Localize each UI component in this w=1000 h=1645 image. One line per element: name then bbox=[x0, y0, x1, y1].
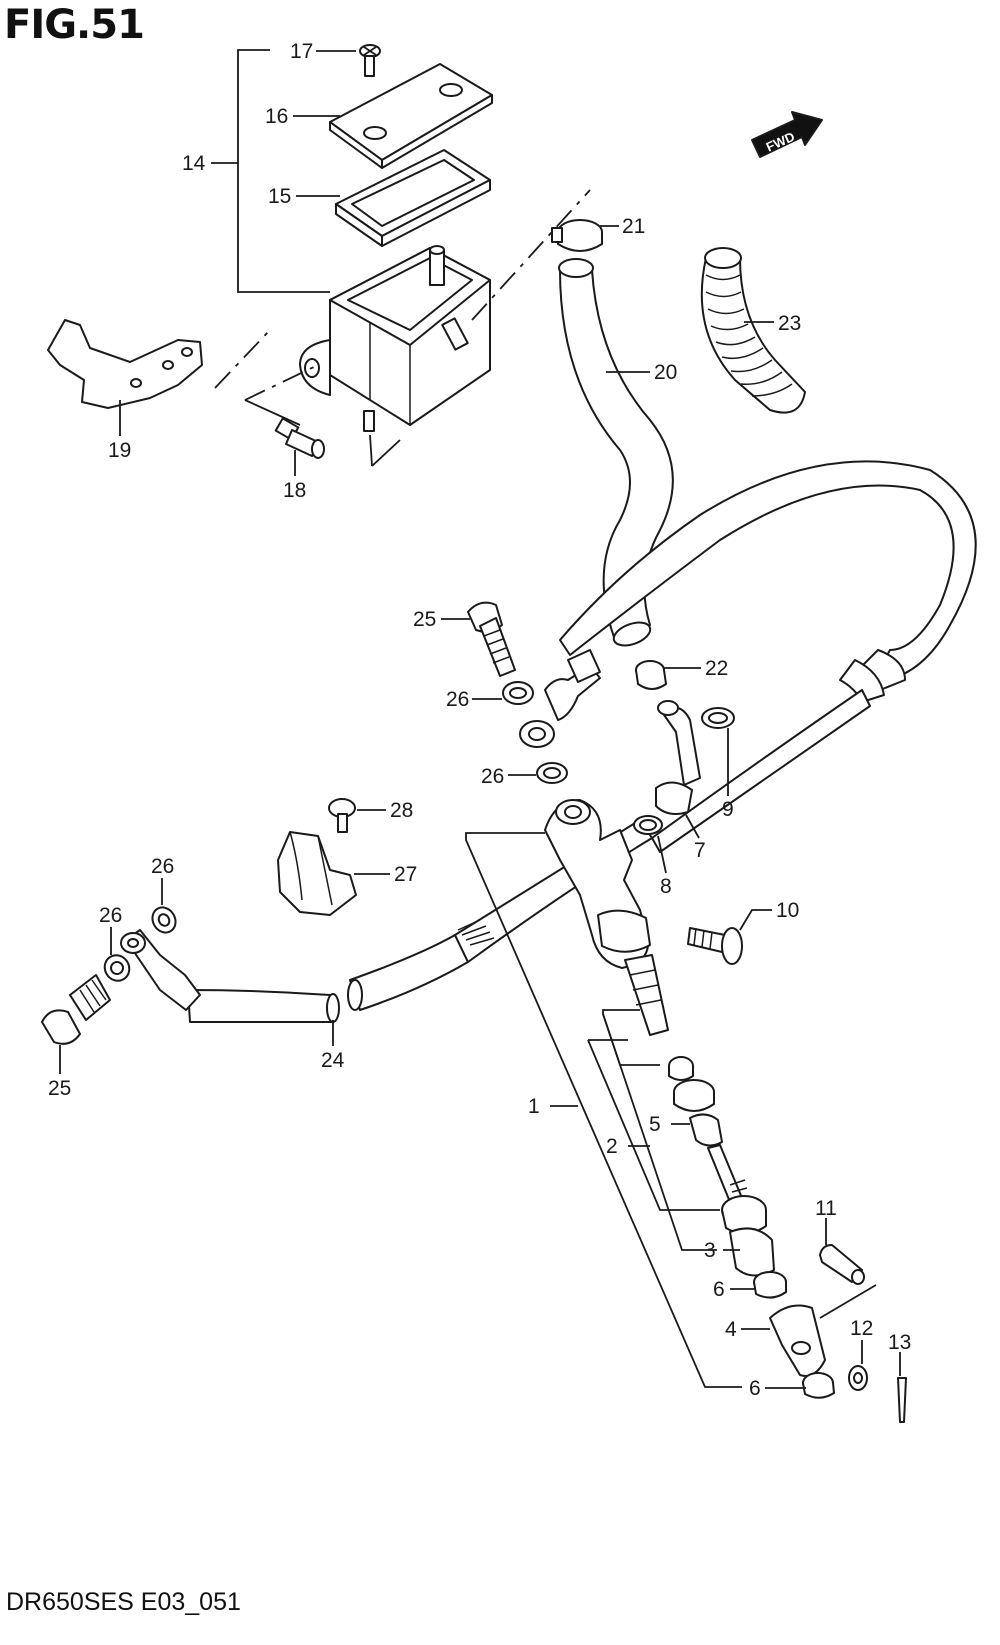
callout-7: 7 bbox=[694, 839, 706, 862]
callout-12: 12 bbox=[850, 1317, 873, 1340]
screw-28 bbox=[328, 798, 356, 833]
callout-15: 15 bbox=[268, 185, 291, 208]
push-rod-nut bbox=[668, 1056, 694, 1081]
reservoir-body-14 bbox=[299, 245, 491, 432]
alignment-line-21 bbox=[471, 189, 591, 321]
callout-16: 16 bbox=[265, 105, 288, 128]
clevis-nut-3 bbox=[721, 1195, 775, 1277]
callout-18: 18 bbox=[283, 479, 306, 502]
callout-4: 4 bbox=[725, 1318, 737, 1341]
callout-6-upper: 6 bbox=[713, 1278, 725, 1301]
callout-10: 10 bbox=[776, 899, 799, 922]
bracket-19 bbox=[47, 319, 203, 409]
callout-1: 1 bbox=[528, 1095, 540, 1118]
callout-6-lower: 6 bbox=[749, 1377, 761, 1400]
callout-2: 2 bbox=[606, 1135, 618, 1158]
cotter-pin-13 bbox=[897, 1377, 907, 1423]
diaphragm-15 bbox=[335, 149, 491, 247]
elbow-fitting-7 bbox=[655, 700, 701, 815]
callout-19: 19 bbox=[108, 439, 131, 462]
lock-nut-6-lower bbox=[802, 1372, 835, 1399]
push-rod-2 bbox=[707, 1144, 748, 1203]
callout-25-top: 25 bbox=[413, 608, 436, 631]
callout-24: 24 bbox=[321, 1049, 345, 1072]
washer-26-top bbox=[502, 681, 534, 705]
clamp-21 bbox=[551, 219, 603, 252]
boot-5 bbox=[673, 1079, 723, 1147]
forward-arrow-icon: FWD bbox=[751, 111, 823, 158]
leader-lines bbox=[59, 49, 901, 1389]
callout-labels: 17 16 14 15 21 23 20 19 18 25 22 26 26 2… bbox=[48, 40, 911, 1400]
lock-nut-6-upper bbox=[753, 1271, 787, 1299]
callout-21: 21 bbox=[622, 215, 645, 238]
callout-20: 20 bbox=[654, 361, 677, 384]
guide-line-reservoir bbox=[369, 434, 373, 467]
reservoir-cap-16 bbox=[329, 63, 493, 169]
pin-11 bbox=[819, 1244, 865, 1285]
washer-26-mid bbox=[536, 762, 568, 784]
callout-11: 11 bbox=[815, 1197, 837, 1220]
o-ring-9 bbox=[701, 707, 735, 729]
brake-hose-loop bbox=[559, 460, 977, 703]
o-ring-8 bbox=[633, 815, 663, 835]
master-cylinder-1 bbox=[544, 799, 669, 1036]
alignment-line-18 bbox=[244, 364, 319, 401]
callout-9: 9 bbox=[722, 798, 734, 821]
figure-code: DR650SES E03_051 bbox=[6, 1588, 241, 1616]
callout-26-top: 26 bbox=[446, 688, 469, 711]
alignment-line-19 bbox=[214, 329, 271, 389]
callout-3: 3 bbox=[704, 1239, 716, 1262]
figure-title: FIG.51 bbox=[4, 2, 145, 48]
callout-26-left-lower: 26 bbox=[99, 904, 122, 927]
callout-17: 17 bbox=[290, 40, 313, 63]
washer-26-left-upper bbox=[151, 906, 177, 934]
bolt-10 bbox=[687, 927, 743, 965]
callout-25-bottom: 25 bbox=[48, 1077, 71, 1100]
callout-13: 13 bbox=[888, 1331, 911, 1354]
protector-23 bbox=[700, 247, 806, 414]
banjo-bolt-25-top bbox=[467, 601, 516, 677]
bracket-line-18 bbox=[244, 399, 301, 426]
callout-23: 23 bbox=[778, 312, 801, 335]
callout-26-mid: 26 bbox=[481, 765, 504, 788]
hose-guide-27 bbox=[277, 831, 357, 916]
callout-22: 22 bbox=[705, 657, 728, 680]
bolt-18 bbox=[274, 417, 325, 459]
brake-hose-24 bbox=[120, 689, 871, 1024]
callout-14: 14 bbox=[182, 152, 206, 175]
callout-27: 27 bbox=[394, 863, 417, 886]
banjo-fitting-top bbox=[519, 649, 601, 748]
reservoir-cap-screw-17 bbox=[359, 44, 381, 77]
guide-line-reservoir-b bbox=[371, 439, 401, 467]
callout-26-left-upper: 26 bbox=[151, 855, 174, 878]
callout-5: 5 bbox=[649, 1113, 661, 1136]
washer-26-left-lower bbox=[103, 954, 131, 982]
callout-8: 8 bbox=[660, 875, 672, 898]
callout-28: 28 bbox=[390, 799, 413, 822]
clamp-22 bbox=[635, 660, 667, 690]
clevis-4 bbox=[769, 1304, 826, 1377]
hose-20 bbox=[558, 258, 674, 647]
banjo-bolt-25-bottom bbox=[41, 974, 111, 1045]
washer-12 bbox=[848, 1365, 868, 1391]
